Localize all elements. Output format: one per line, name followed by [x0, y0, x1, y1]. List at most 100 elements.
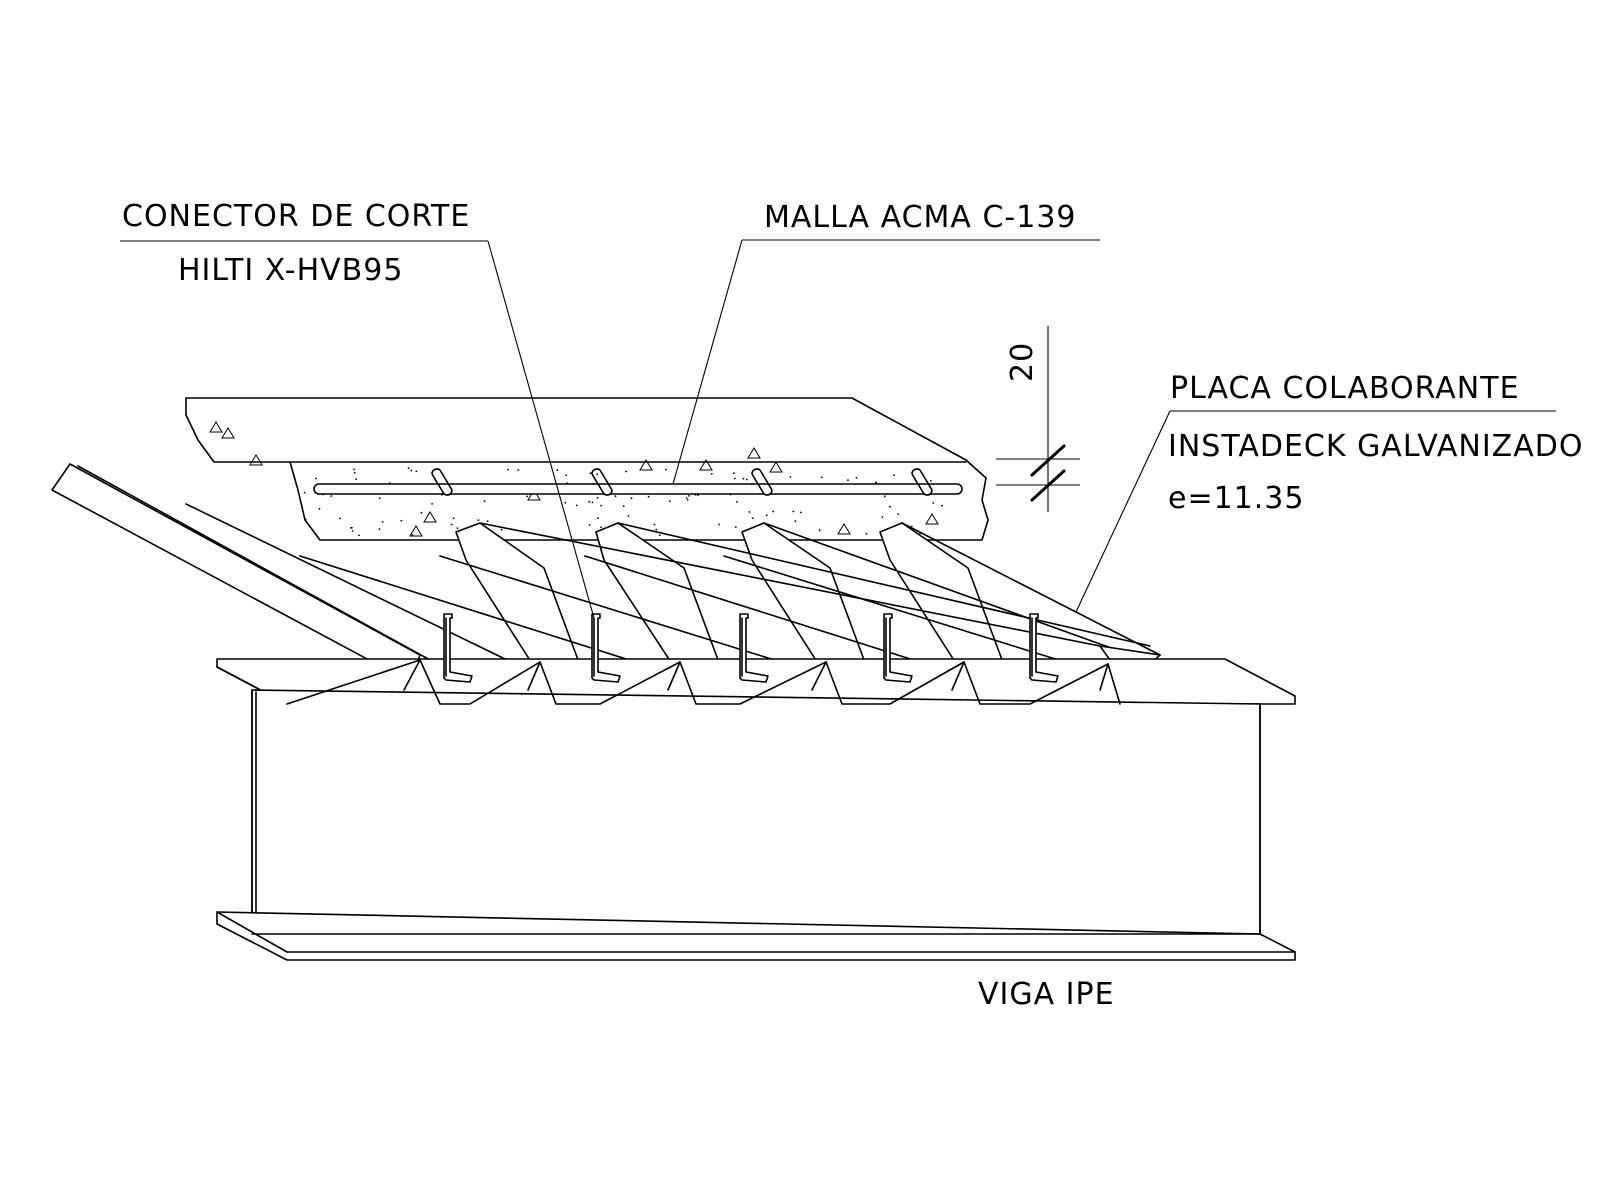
connector-leader — [487, 240, 595, 619]
deck-rib-edge — [77, 465, 431, 661]
concrete-speck — [820, 476, 823, 479]
concrete-speck — [625, 470, 627, 473]
beam-bottom-flange-side — [216, 911, 288, 953]
concrete-speck — [506, 468, 509, 471]
concrete-speck — [941, 504, 943, 507]
concrete-speck — [697, 494, 699, 497]
concrete-speck — [751, 517, 754, 519]
concrete-aggregate-triangle — [527, 489, 541, 501]
concrete-speck — [647, 495, 650, 498]
concrete-speck — [456, 527, 459, 529]
concrete-speck — [556, 469, 559, 472]
concrete-speck — [411, 534, 414, 536]
connector-label-line2: HILTI X-HVB95 — [178, 253, 403, 288]
concrete-speck — [685, 497, 688, 499]
concrete-speck — [855, 477, 858, 479]
concrete-speck — [575, 504, 578, 507]
concrete-speck — [669, 500, 671, 502]
ipe-beam — [216, 658, 1296, 961]
concrete-speck — [353, 468, 355, 471]
shear-connectors — [443, 613, 1059, 683]
mesh-label: MALLA ACMA C-139 — [764, 200, 1077, 235]
concrete-speck — [378, 528, 381, 530]
concrete-speck — [591, 501, 594, 504]
concrete-speck — [450, 523, 453, 526]
deck-rib-top — [741, 522, 871, 677]
concrete-speck — [658, 534, 661, 537]
concrete-speck — [415, 470, 418, 473]
concrete-speck — [400, 519, 403, 522]
concrete-speck — [410, 469, 413, 472]
concrete-speck — [600, 504, 602, 507]
concrete-speck — [486, 520, 489, 522]
concrete-speck — [742, 477, 745, 480]
concrete-speck — [614, 495, 617, 498]
concrete-aggregate-triangle — [409, 525, 423, 537]
concrete-speck — [381, 521, 384, 523]
concrete-speck — [932, 502, 935, 504]
concrete-speck — [500, 528, 503, 531]
concrete-speck — [588, 500, 591, 503]
concrete-speck — [688, 495, 690, 497]
concrete-speck — [483, 500, 486, 503]
deck-front-fold — [403, 659, 421, 691]
concrete-speck — [596, 473, 599, 475]
concrete-speck — [929, 480, 932, 482]
concrete-speck — [330, 495, 333, 497]
deck-rib-slope-line — [617, 522, 1151, 647]
concrete-aggregate-triangle — [639, 459, 653, 471]
beam-label: VIGA IPE — [978, 977, 1115, 1012]
deck-front-profile-line — [286, 659, 1121, 705]
deck-front-profile — [286, 659, 1121, 705]
concrete-speck — [745, 478, 748, 481]
concrete-speck — [407, 467, 410, 469]
deck-front-fold — [951, 661, 965, 691]
concrete-speck — [355, 478, 357, 480]
concrete-speck — [358, 534, 360, 537]
connector-label-line1: CONECTOR DE CORTE — [122, 199, 470, 234]
concrete-speck — [718, 523, 721, 526]
concrete-speck — [420, 511, 423, 514]
concrete-speck — [736, 501, 738, 503]
concrete-speck — [627, 514, 630, 517]
concrete-speck — [733, 477, 736, 480]
mesh-cross-bar — [751, 468, 773, 496]
concrete-speck — [889, 505, 891, 508]
concrete-speck — [818, 529, 821, 532]
concrete-speck — [597, 517, 599, 520]
concrete-speck — [596, 497, 599, 499]
concrete-speck — [431, 503, 433, 505]
mesh-cross-bar — [911, 468, 933, 496]
deck-front-fold — [667, 661, 681, 691]
concrete-speck — [792, 510, 795, 513]
concrete-speck — [452, 517, 455, 520]
mesh-cross-bars — [431, 468, 933, 496]
deck-rib-top — [879, 522, 1009, 677]
concrete-speck — [600, 526, 602, 529]
steel-deck — [51, 463, 1161, 683]
concrete-slab — [185, 397, 989, 541]
concrete-speck — [588, 524, 591, 526]
concrete-speck — [847, 479, 849, 481]
deck-rib-top — [455, 522, 585, 677]
deck-valley-line — [439, 555, 827, 677]
concrete-speck — [304, 518, 307, 521]
concrete-speck — [734, 526, 737, 528]
deck-valley-line — [584, 555, 965, 677]
concrete-aggregate-triangle — [221, 427, 235, 439]
concrete-aggregate-triangle — [423, 511, 437, 523]
deck-front-fold — [1099, 663, 1109, 691]
dimension-value: 20 — [1005, 342, 1040, 382]
concrete-speck — [772, 510, 775, 513]
mesh-main-bar — [313, 483, 963, 495]
mesh-leader — [672, 239, 743, 485]
concrete-aggregate-triangle — [925, 513, 939, 525]
concrete-speck — [318, 507, 321, 510]
deck-rib-slope-line — [763, 522, 1151, 663]
annotations: CONECTOR DE CORTE HILTI X-HVB95 MALLA AC… — [122, 199, 1582, 1012]
concrete-speck — [893, 474, 895, 476]
concrete-speck — [315, 477, 317, 480]
deck-label-line1: PLACA COLABORANTE — [1170, 371, 1520, 406]
deck-valley-line — [185, 503, 541, 677]
